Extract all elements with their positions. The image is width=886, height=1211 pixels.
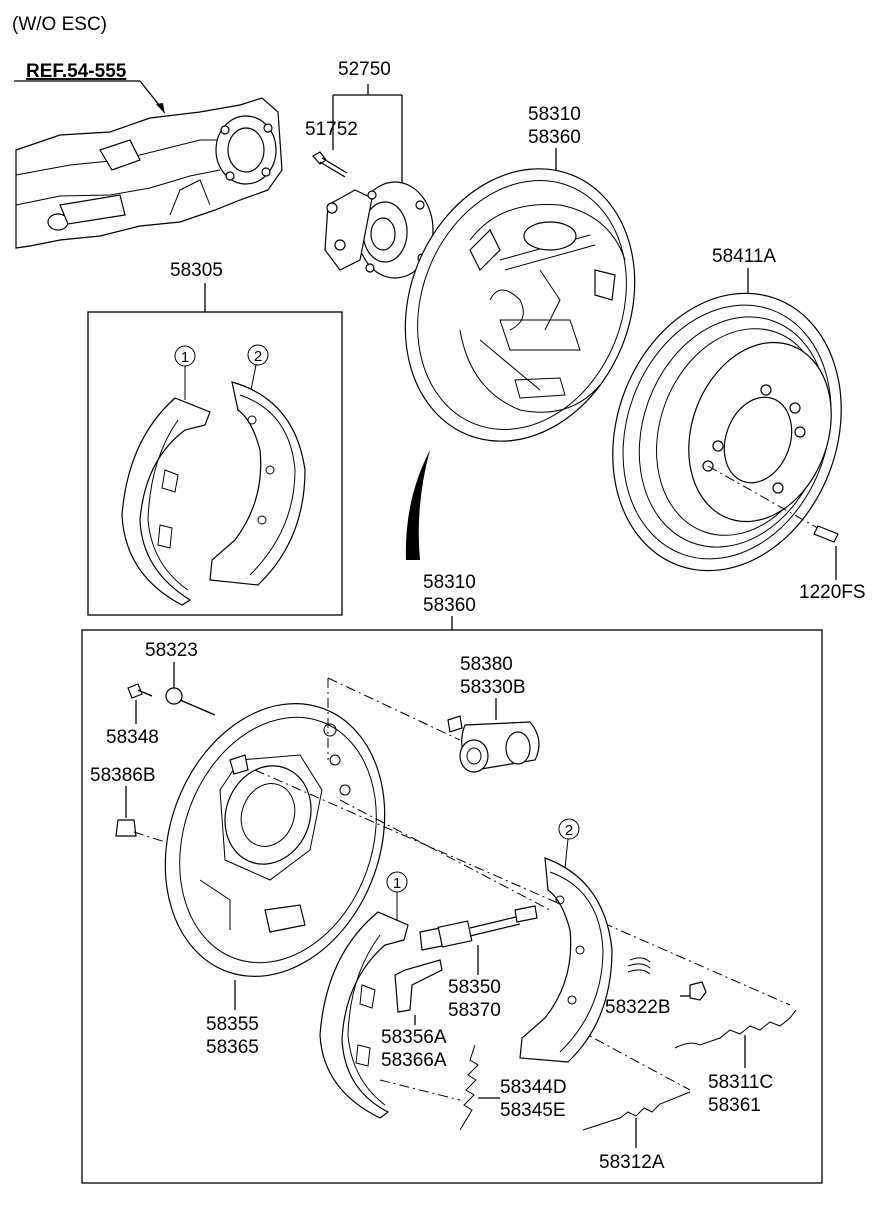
label-1220FS: 1220FS (799, 582, 866, 603)
assembled-brake-drawing (404, 168, 636, 442)
label-58330B: 58330B (460, 677, 526, 698)
callout-1-label: 1 (181, 349, 189, 366)
parking-lever-drawing (394, 959, 443, 1013)
rear-axle-drawing (15, 97, 283, 249)
brake-shoe-lower-left-drawing (319, 911, 409, 1119)
brake-shoe-left-drawing (121, 397, 211, 606)
callout-2-circle (247, 344, 269, 366)
label-58411A: 58411A (712, 246, 776, 267)
label-58310-top: 58310 (528, 104, 581, 125)
brake-shoe-lower-right-drawing (519, 857, 613, 1063)
variant-note: (W/O ESC) (12, 14, 107, 35)
label-58365: 58365 (206, 1037, 259, 1058)
label-58310-bottom: 58310 (423, 572, 476, 593)
label-58350: 58350 (448, 977, 501, 998)
assembly-arrow (405, 450, 430, 560)
lower-spring-drawing (459, 1044, 479, 1131)
callout-2-lower-label: 2 (565, 822, 573, 839)
label-58386B: 58386B (90, 765, 156, 786)
label-58345E: 58345E (500, 1100, 566, 1121)
label-58366A: 58366A (381, 1050, 447, 1071)
callout-2-lower-circle (558, 818, 580, 840)
adjuster-spring-drawing (582, 1091, 691, 1131)
label-58380: 58380 (460, 654, 513, 675)
label-58323: 58323 (145, 640, 198, 661)
shoe-kit-box (87, 311, 343, 616)
brake-drum-drawing (612, 292, 842, 572)
brake-shoe-right-drawing (209, 381, 306, 586)
label-58305: 58305 (170, 260, 223, 281)
retainer-spring-drawing (627, 957, 707, 1001)
callout-1-lower-label: 1 (393, 875, 401, 892)
label-58311C: 58311C (708, 1072, 773, 1093)
wheel-cylinder-drawing (447, 715, 540, 773)
bleeder-screw-drawing (165, 687, 216, 716)
label-58360-top: 58360 (528, 127, 581, 148)
label-58360-bottom: 58360 (423, 595, 476, 616)
label-58370: 58370 (448, 1000, 501, 1021)
label-58355: 58355 (206, 1014, 259, 1035)
exploded-view-box (81, 629, 823, 1184)
label-58322B: 58322B (605, 997, 671, 1018)
backing-plate-drawing (164, 703, 386, 977)
label-52750: 52750 (338, 59, 391, 80)
callout-2-label: 2 (254, 348, 262, 365)
hub-bearing-drawing (324, 181, 434, 279)
label-58348: 58348 (106, 727, 159, 748)
adjuster-drawing (419, 905, 538, 951)
upper-spring-drawing (674, 1009, 797, 1049)
label-51752: 51752 (305, 119, 358, 140)
label-58361: 58361 (708, 1095, 761, 1116)
label-58356A: 58356A (381, 1027, 447, 1048)
drum-screw-drawing (813, 525, 839, 543)
hub-bolt-drawing (312, 151, 348, 178)
backing-bolt-drawing (127, 683, 153, 699)
label-58344D: 58344D (500, 1077, 567, 1098)
label-58312A: 58312A (599, 1152, 665, 1173)
reference-link[interactable]: REF.54-555 (26, 61, 127, 82)
cap-drawing (115, 819, 137, 837)
